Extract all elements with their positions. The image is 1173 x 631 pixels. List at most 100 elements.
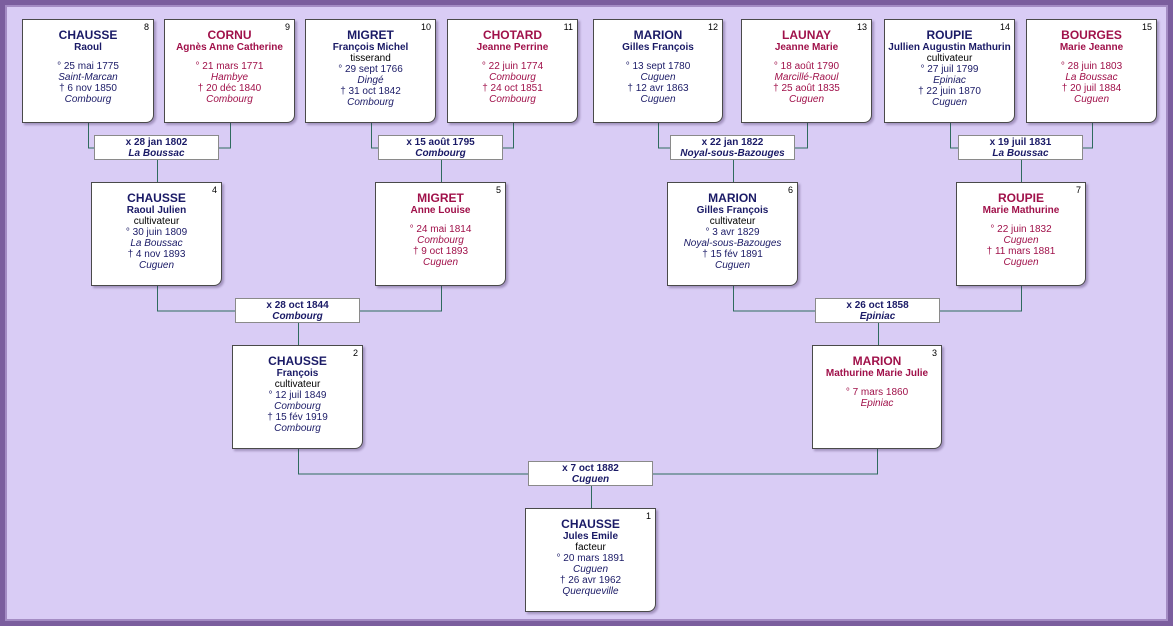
marriage-place: Combourg bbox=[415, 148, 466, 159]
spacer bbox=[742, 53, 871, 61]
sosa-number: 13 bbox=[856, 22, 867, 32]
person-surname: MARION bbox=[633, 28, 683, 42]
birth-place: Combourg bbox=[417, 235, 464, 246]
death-place: Cuguen bbox=[640, 94, 676, 105]
death-place: Cuguen bbox=[714, 260, 751, 271]
death-date: † 26 avr 1962 bbox=[559, 575, 622, 586]
sosa-number: 15 bbox=[1141, 22, 1152, 32]
spacer bbox=[23, 53, 153, 61]
death-date: † 6 nov 1850 bbox=[59, 83, 117, 94]
death-place: Combourg bbox=[347, 97, 394, 108]
connector-line bbox=[88, 123, 94, 149]
connector-line bbox=[940, 286, 1022, 312]
birth-date: ° 30 juin 1809 bbox=[125, 227, 188, 238]
person-occupation: tisserand bbox=[350, 53, 391, 64]
marriage-date: x 28 oct 1844 bbox=[266, 300, 329, 311]
birth-date: ° 22 juin 1832 bbox=[990, 224, 1052, 235]
death-place: Combourg bbox=[274, 423, 321, 434]
death-date: † 9 oct 1893 bbox=[412, 246, 469, 257]
person-surname: MIGRET bbox=[417, 191, 464, 205]
spacer bbox=[1027, 53, 1156, 61]
birth-date: ° 25 mai 1775 bbox=[57, 61, 119, 72]
death-date: † 15 fév 1891 bbox=[702, 249, 763, 260]
birth-date: ° 3 avr 1829 bbox=[705, 227, 760, 238]
birth-place: Dingé bbox=[357, 75, 384, 86]
person-given-names: Marie Jeanne bbox=[1059, 42, 1124, 53]
death-place: Cuguen bbox=[931, 97, 968, 108]
birth-date: ° 24 mai 1814 bbox=[409, 224, 472, 235]
spacer bbox=[448, 53, 577, 61]
sosa-number: 1 bbox=[645, 511, 651, 521]
marriage-place: La Boussac bbox=[128, 148, 185, 159]
death-date: † 20 juil 1884 bbox=[1061, 83, 1122, 94]
marriage-date: x 28 jan 1802 bbox=[125, 137, 188, 148]
person-occupation: cultivateur bbox=[709, 216, 756, 227]
death-place: Querqueville bbox=[562, 586, 619, 597]
sosa-number: 12 bbox=[707, 22, 718, 32]
person-given-names: Marie Mathurine bbox=[982, 205, 1060, 216]
death-place: Cuguen bbox=[422, 257, 459, 268]
sosa-number: 11 bbox=[563, 22, 573, 32]
marriage-date: x 15 août 1795 bbox=[406, 137, 475, 148]
birth-place: Saint-Marcan bbox=[58, 72, 118, 83]
connector-lines bbox=[88, 123, 1093, 508]
birth-date: ° 28 juin 1803 bbox=[1060, 61, 1123, 72]
marriage-place: Noyal-sous-Bazouges bbox=[680, 148, 785, 159]
spacer bbox=[165, 53, 294, 61]
person-given-names: Mathurine Marie Julie bbox=[825, 368, 929, 379]
birth-place: La Boussac bbox=[1065, 72, 1118, 83]
birth-date: ° 21 mars 1771 bbox=[195, 61, 264, 72]
person-surname: CHAUSSE bbox=[58, 28, 118, 42]
birth-place: Cuguen bbox=[572, 564, 609, 575]
person-surname: CHAUSSE bbox=[561, 517, 620, 531]
death-date: † 12 avr 1863 bbox=[627, 83, 689, 94]
birth-place: Epiniac bbox=[933, 75, 966, 86]
birth-place: Noyal-sous-Bazouges bbox=[683, 238, 782, 249]
spacer bbox=[813, 379, 941, 387]
death-place: Cuguen bbox=[788, 94, 825, 105]
person-given-names: Jullien Augustin Mathurin bbox=[888, 42, 1011, 53]
birth-date: ° 12 juil 1849 bbox=[268, 390, 327, 401]
person-surname: ROUPIE bbox=[997, 191, 1044, 205]
person-given-names: Jeanne Perrine bbox=[476, 42, 549, 53]
sosa-number: 5 bbox=[495, 185, 501, 195]
sosa-number: 9 bbox=[284, 22, 290, 32]
birth-place: Cuguen bbox=[640, 72, 676, 83]
death-date: † 11 mars 1881 bbox=[986, 246, 1056, 257]
sosa-number: 3 bbox=[931, 348, 937, 358]
death-date: † 20 déc 1840 bbox=[197, 83, 262, 94]
person-given-names: Jules Emile bbox=[562, 531, 619, 542]
sosa-number: 7 bbox=[1075, 185, 1081, 195]
person-occupation: cultivateur bbox=[274, 379, 321, 390]
person-surname: MARION bbox=[708, 191, 757, 205]
birth-date: ° 27 juil 1799 bbox=[920, 64, 979, 75]
person-surname: MIGRET bbox=[347, 28, 394, 42]
birth-place: Epiniac bbox=[860, 398, 894, 409]
birth-place: Cuguen bbox=[1003, 235, 1039, 246]
person-given-names: Gilles François bbox=[622, 42, 694, 53]
death-date: † 22 juin 1870 bbox=[918, 86, 981, 97]
connector-line bbox=[219, 123, 231, 149]
birth-place: La Boussac bbox=[130, 238, 183, 249]
